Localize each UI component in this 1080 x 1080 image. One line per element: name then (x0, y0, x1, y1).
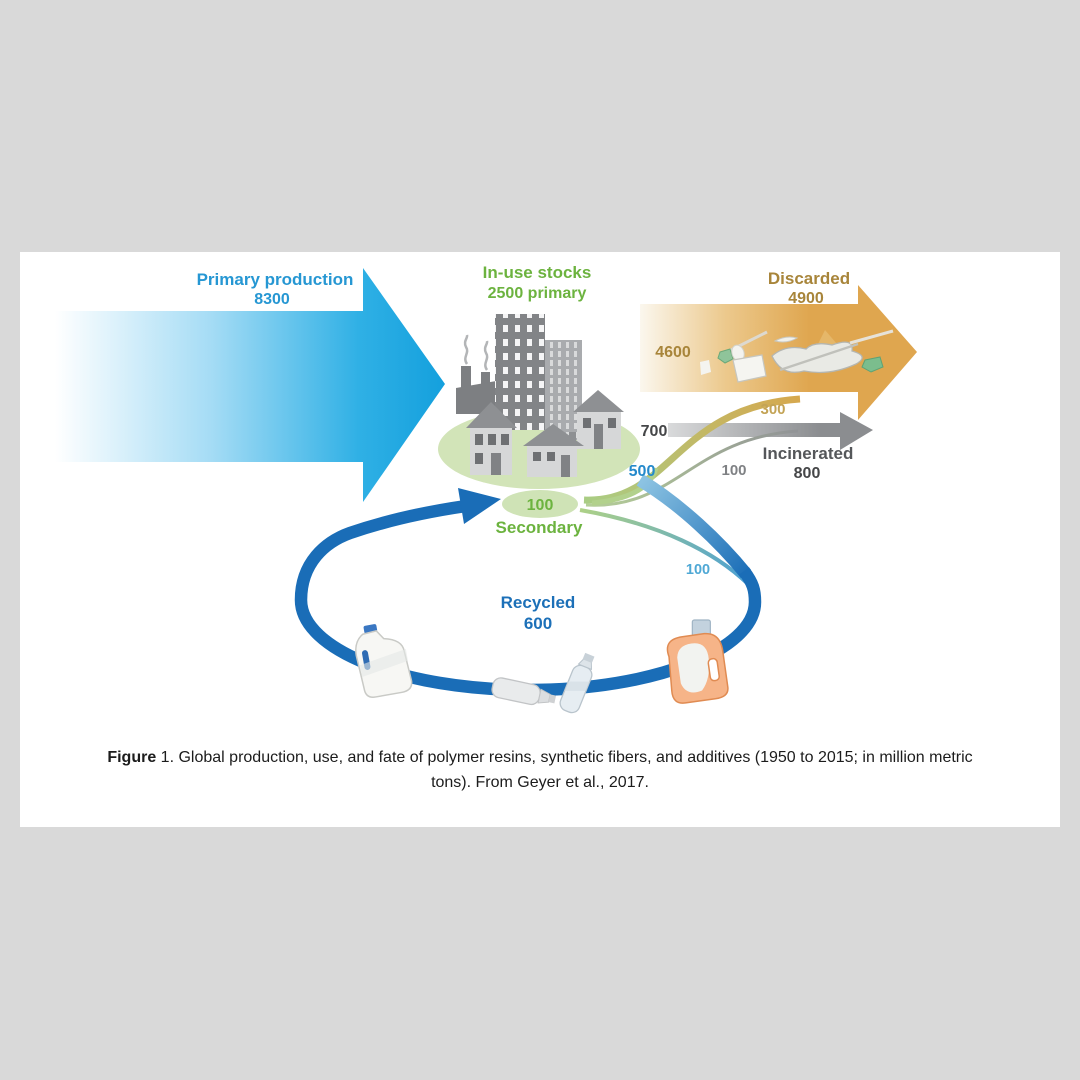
flow-curves (579, 395, 801, 586)
secondary-to-incinerated-curve (585, 429, 799, 507)
inuse-value: 2500 primary (488, 285, 587, 302)
incinerated-label: Incinerated (763, 444, 854, 463)
discarded-label: Discarded (768, 269, 850, 288)
city-illustration (438, 314, 640, 489)
secondary-stock-value: 100 (527, 497, 554, 514)
secondary-to-discarded-curve (583, 395, 801, 504)
secondary-stock-ellipse (502, 490, 578, 518)
flow-secondary-to-recycled-value: 100 (686, 562, 710, 578)
plastic-bottle-lying-illustration (491, 677, 557, 706)
discarded-arrow (640, 285, 917, 420)
figure-caption: Figure 1. Global production, use, and fa… (90, 746, 990, 796)
recycling-loop-arrowhead (458, 488, 501, 524)
figure-caption-number: 1. (160, 749, 175, 766)
plastic-litter-illustration (700, 329, 894, 383)
figure-caption-label: Figure (107, 749, 157, 766)
flow-use-to-discarded-value: 4600 (655, 344, 691, 361)
flow-use-to-incinerated-value: 700 (641, 423, 668, 440)
use-to-recycled-curve (636, 474, 752, 579)
inuse-label: In-use stocks (483, 263, 592, 282)
detergent-bottle-illustration (666, 619, 729, 704)
figure-caption-text: Global production, use, and fate of poly… (178, 749, 973, 791)
secondary-to-recycled-curve (579, 508, 750, 586)
recycled-label: Recycled (501, 593, 576, 612)
primary-production-arrow (55, 268, 445, 502)
discarded-value: 4900 (788, 290, 824, 307)
flow-secondary-to-discarded-value: 300 (760, 401, 785, 418)
flow-use-to-recycled-value: 500 (629, 463, 656, 480)
platform-to-secondary-curve (591, 467, 659, 506)
plastic-bottle-tilted-illustration (559, 652, 595, 714)
recycled-value: 600 (524, 614, 552, 633)
flow-secondary-to-incinerated-value: 100 (721, 462, 746, 479)
primary-production-label: Primary production (197, 270, 354, 289)
figure-panel: Primary production 8300 Discarded 4900 4… (20, 252, 1060, 827)
incinerated-value: 800 (794, 465, 821, 482)
primary-production-value: 8300 (254, 291, 290, 308)
milk-jug-illustration (355, 624, 413, 698)
skyscraper-illustration (495, 314, 582, 440)
flow-diagram: Primary production 8300 Discarded 4900 4… (55, 263, 917, 714)
incinerated-arrow (668, 412, 873, 450)
secondary-stock-label: Secondary (496, 518, 583, 537)
houses-illustration (466, 390, 624, 477)
